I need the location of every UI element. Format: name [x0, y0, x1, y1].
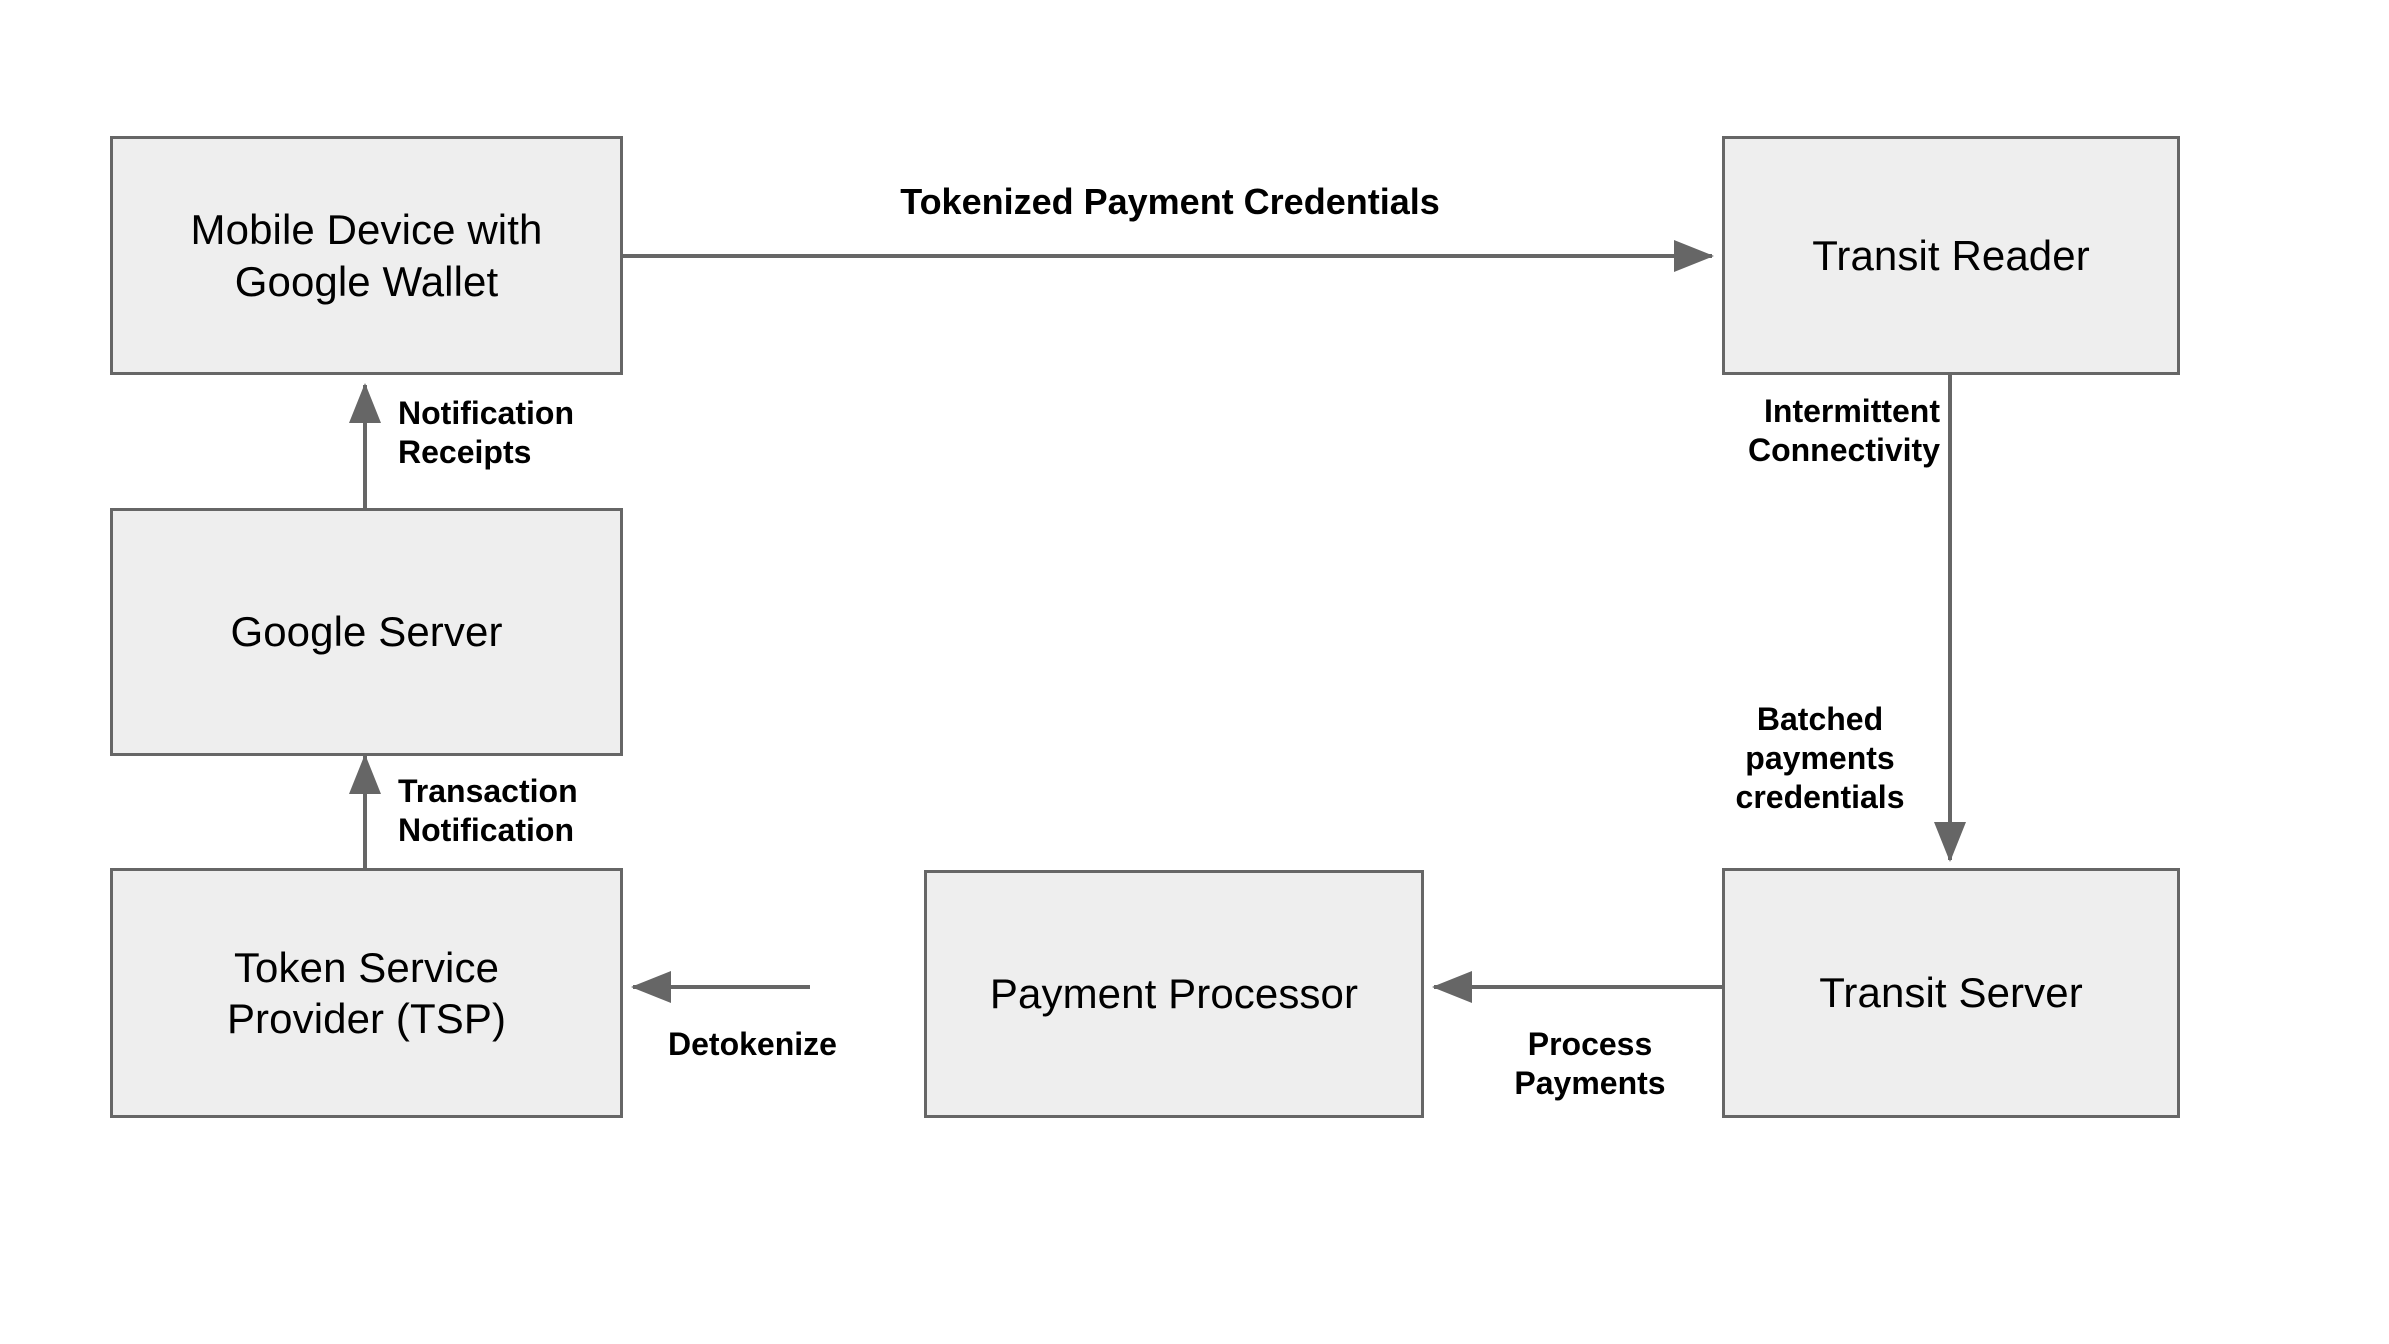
edge-label-batched-payments-credentials: Batched payments credentials — [1735, 701, 1905, 816]
node-payment-processor[interactable]: Payment Processor — [924, 870, 1424, 1118]
node-google-server[interactable]: Google Server — [110, 508, 623, 756]
node-transit-server[interactable]: Transit Server — [1722, 868, 2180, 1118]
edge-label-process-payments: Process Payments — [1514, 1026, 1666, 1102]
node-payment-processor-label: Payment Processor — [989, 970, 1359, 1018]
node-mobile-device[interactable]: Mobile Device with Google Wallet — [110, 136, 623, 375]
node-google-server-label: Google Server — [230, 608, 503, 656]
node-token-service-provider[interactable]: Token Service Provider (TSP) — [110, 868, 623, 1118]
node-transit-server-label: Transit Server — [1819, 969, 2083, 1017]
edge-label-detokenize: Detokenize — [668, 1026, 837, 1062]
edge-label-transaction-notification: Transaction Notification — [398, 773, 578, 849]
node-mobile-device-label: Mobile Device with Google Wallet — [190, 206, 543, 305]
edge-label-tokenized-payment-credentials: Tokenized Payment Credentials — [900, 181, 1440, 222]
edge-label-notification-receipts: Notification Receipts — [398, 395, 574, 471]
edge-label-intermittent-connectivity: Intermittent Connectivity — [1747, 393, 1940, 469]
node-token-service-provider-label: Token Service Provider (TSP) — [226, 943, 507, 1042]
node-transit-reader[interactable]: Transit Reader — [1722, 136, 2180, 375]
node-transit-reader-label: Transit Reader — [1812, 231, 2090, 279]
